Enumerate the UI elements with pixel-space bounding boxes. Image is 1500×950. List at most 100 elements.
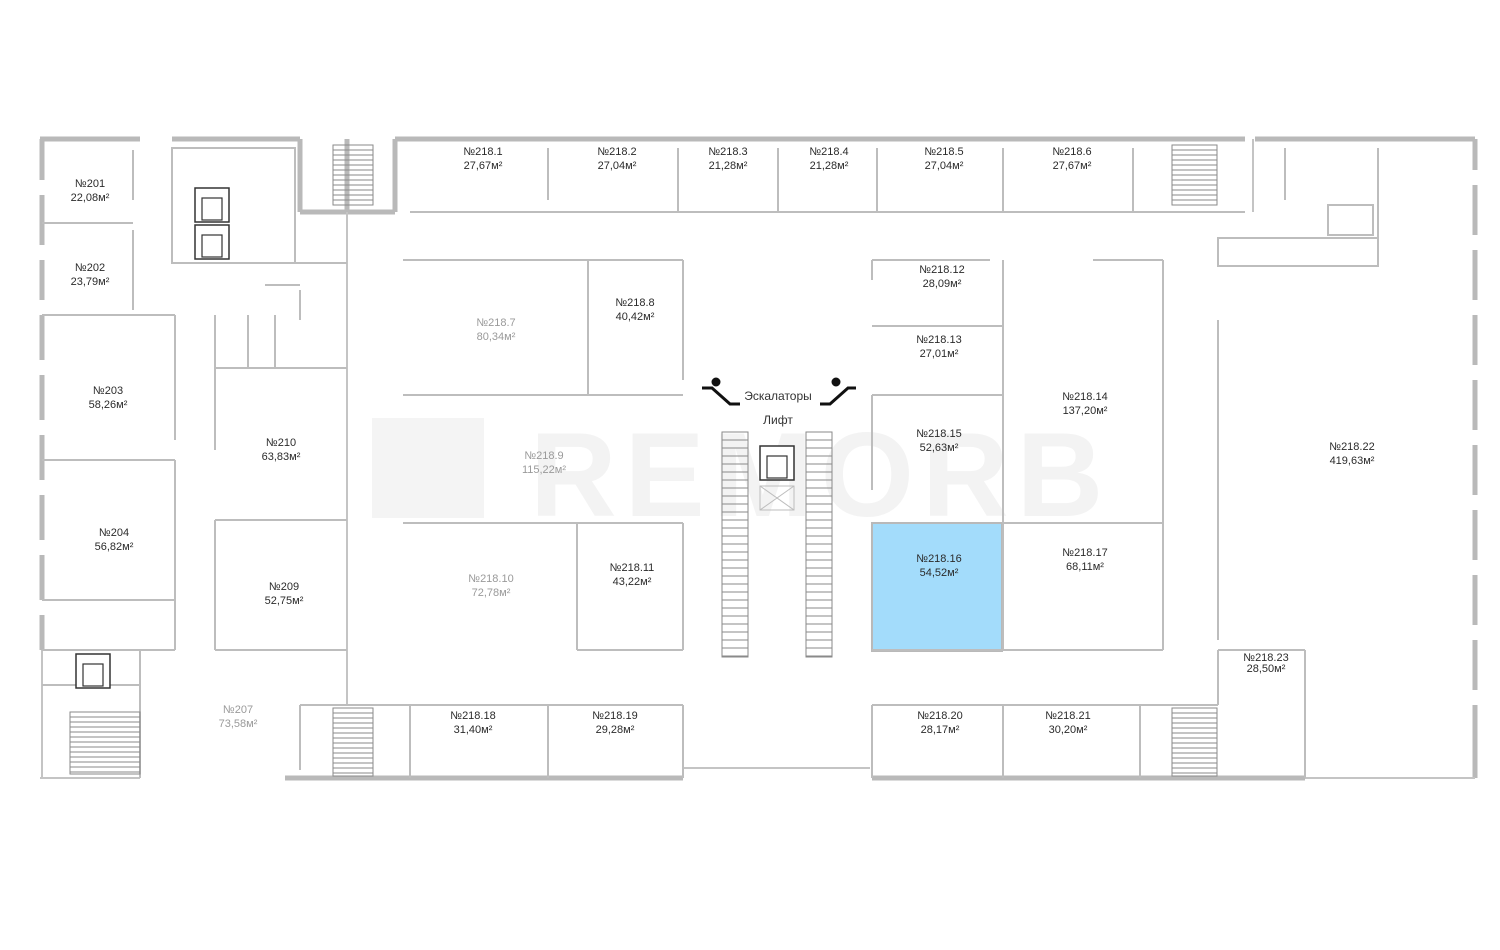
room-label[interactable]: №218.6 27,67м² bbox=[1052, 146, 1091, 172]
room-label[interactable]: №218.7 80,34м² bbox=[476, 317, 515, 343]
room-label[interactable]: №218.16 54,52м² bbox=[916, 553, 961, 579]
room-label[interactable]: №218.22 419,63м² bbox=[1329, 441, 1374, 467]
room-label[interactable]: №204 56,82м² bbox=[95, 527, 134, 553]
room-area: 73,58м² bbox=[219, 718, 258, 730]
room-label[interactable]: №218.11 43,22м² bbox=[610, 562, 655, 588]
room-area: 27,04м² bbox=[925, 160, 964, 172]
room-area: 27,67м² bbox=[464, 160, 503, 172]
room-label[interactable]: №218.19 29,28м² bbox=[592, 710, 637, 736]
room-code: №218.7 bbox=[476, 317, 515, 329]
room-area: 28,17м² bbox=[921, 724, 960, 736]
room-area: 72,78м² bbox=[472, 587, 511, 599]
bottom-shops-walls bbox=[299, 704, 1218, 778]
room-code: №218.10 bbox=[468, 573, 513, 585]
room-area: 80,34м² bbox=[477, 331, 516, 343]
room-code: №204 bbox=[99, 527, 129, 539]
room-label[interactable]: №201 22,08м² bbox=[71, 178, 110, 204]
room-area: 21,28м² bbox=[810, 160, 849, 172]
escalator-icon bbox=[702, 377, 856, 406]
center-walls bbox=[403, 148, 1379, 778]
room-labels: №201 22,08м² №202 23,79м² №203 58,26м² №204 56,… bbox=[71, 146, 1375, 736]
stairs bbox=[69, 144, 1218, 777]
room-area: 22,08м² bbox=[71, 192, 110, 204]
room-area: 30,20м² bbox=[1049, 724, 1088, 736]
room-label[interactable]: №218.321,28м² bbox=[708, 146, 747, 172]
room-area: 40,42м² bbox=[616, 311, 655, 323]
room-code: №218.19 bbox=[592, 710, 637, 722]
room-area: 27,67м² bbox=[1053, 160, 1092, 172]
room-code: №218.1 bbox=[463, 146, 502, 158]
room-code: №207 bbox=[223, 704, 253, 716]
room-area: 56,82м² bbox=[95, 541, 134, 553]
room-area: 419,63м² bbox=[1330, 455, 1375, 467]
room-label[interactable]: №218.13 27,01м² bbox=[916, 334, 961, 360]
room-code: №218.21 bbox=[1045, 710, 1090, 722]
room-code: №218.23 bbox=[1243, 652, 1288, 664]
room-label[interactable]: №207 73,58м² bbox=[219, 704, 258, 730]
room-area: 68,11м² bbox=[1066, 561, 1104, 573]
room-code: №202 bbox=[75, 262, 105, 274]
room-label[interactable]: №218.18 31,40м² bbox=[450, 710, 495, 736]
room-label[interactable]: №218.1 27,67м² bbox=[463, 146, 502, 172]
room-label[interactable]: №218.10 72,78м² bbox=[468, 573, 513, 599]
room-code: №218.13 bbox=[916, 334, 961, 346]
room-code: №218.12 bbox=[919, 264, 964, 276]
room-code: №218.5 bbox=[924, 146, 963, 158]
room-code: №218.8 bbox=[615, 297, 654, 309]
room-area: 115,22м² bbox=[522, 464, 566, 476]
room-code: №218.2 bbox=[597, 146, 636, 158]
room-code: №218.11 bbox=[610, 562, 655, 574]
room-code: №218.15 bbox=[916, 428, 961, 440]
room-code: №218.14 bbox=[1062, 391, 1107, 403]
room-label[interactable]: №218.20 28,17м² bbox=[917, 710, 962, 736]
room-area: 27,01м² bbox=[920, 348, 959, 360]
room-code: №218.16 bbox=[916, 553, 961, 565]
room-area: 31,40м² bbox=[454, 724, 493, 736]
top-shops-walls bbox=[410, 148, 1245, 213]
room-area: 58,26м² bbox=[89, 399, 128, 411]
room-area: 43,22м² bbox=[613, 576, 652, 588]
outer-walls bbox=[39, 136, 1478, 781]
room-label[interactable]: №203 58,26м² bbox=[89, 385, 128, 411]
room-code: №218.4 bbox=[809, 146, 848, 158]
watermark: REMORB bbox=[372, 408, 1111, 542]
room-label[interactable]: №202 23,79м² bbox=[71, 262, 110, 288]
room-code: №218.22 bbox=[1329, 441, 1374, 453]
room-label[interactable]: №218.12 28,09м² bbox=[919, 264, 964, 290]
room-area: 29,28м² bbox=[596, 724, 635, 736]
room-code: №218.17 bbox=[1062, 547, 1107, 559]
room-label[interactable]: №218.21 30,20м² bbox=[1045, 710, 1090, 736]
room-code: №218.18 bbox=[450, 710, 495, 722]
room-code: №218.9 bbox=[524, 450, 563, 462]
elevator-icon bbox=[75, 187, 795, 689]
room-area: 28,50м² bbox=[1247, 663, 1286, 675]
escalators-label: Эскалаторы bbox=[744, 389, 812, 403]
room-code: №218.6 bbox=[1052, 146, 1091, 158]
room-label[interactable]: №218.5 27,04м² bbox=[924, 146, 963, 172]
watermark-text: REMORB bbox=[530, 408, 1111, 542]
room-area: 54,52м² bbox=[920, 567, 959, 579]
room-label[interactable]: №218.14 137,20м² bbox=[1062, 391, 1107, 417]
room-code: №203 bbox=[93, 385, 123, 397]
room-area: 28,09м² bbox=[923, 278, 962, 290]
elevator-label: Лифт bbox=[763, 413, 793, 427]
room-label[interactable]: №218.2 27,04м² bbox=[597, 146, 636, 172]
room-code: №201 bbox=[75, 178, 105, 190]
room-label[interactable]: №218.9 115,22м² bbox=[522, 450, 566, 476]
room-code: №218.20 bbox=[917, 710, 962, 722]
room-label[interactable]: №218.17 68,11м² bbox=[1062, 547, 1107, 573]
room-label[interactable]: №218.8 40,42м² bbox=[615, 297, 654, 323]
room-area: 27,04м² bbox=[598, 160, 637, 172]
room-area: 21,28м² bbox=[709, 160, 748, 172]
room-code: №209 bbox=[269, 581, 299, 593]
room-highlight-218-16[interactable] bbox=[871, 522, 1003, 652]
room-code: №210 bbox=[266, 437, 296, 449]
room-area: 23,79м² bbox=[71, 276, 110, 288]
room-area: 137,20м² bbox=[1063, 405, 1108, 417]
room-label[interactable]: №218.4 21,28м² bbox=[809, 146, 848, 172]
